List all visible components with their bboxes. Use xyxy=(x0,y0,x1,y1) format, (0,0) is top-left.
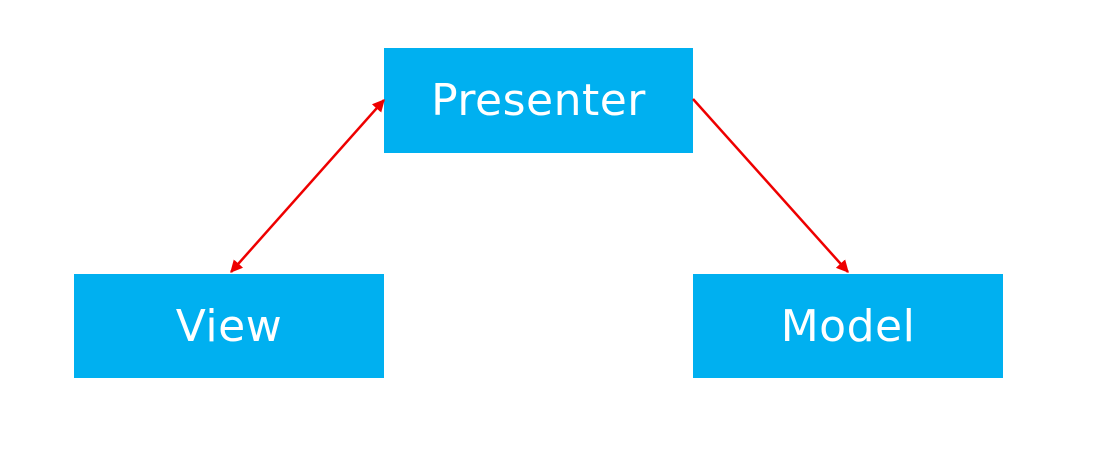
presenter-label: Presenter xyxy=(431,75,646,126)
model-label: Model xyxy=(780,300,916,352)
view-presenter-arrow xyxy=(230,99,385,273)
model-node: Model xyxy=(693,274,1003,378)
view-label: View xyxy=(175,300,283,352)
presenter-model-arrow xyxy=(692,98,849,273)
presenter-node: Presenter xyxy=(384,48,693,153)
view-node: View xyxy=(74,274,384,378)
